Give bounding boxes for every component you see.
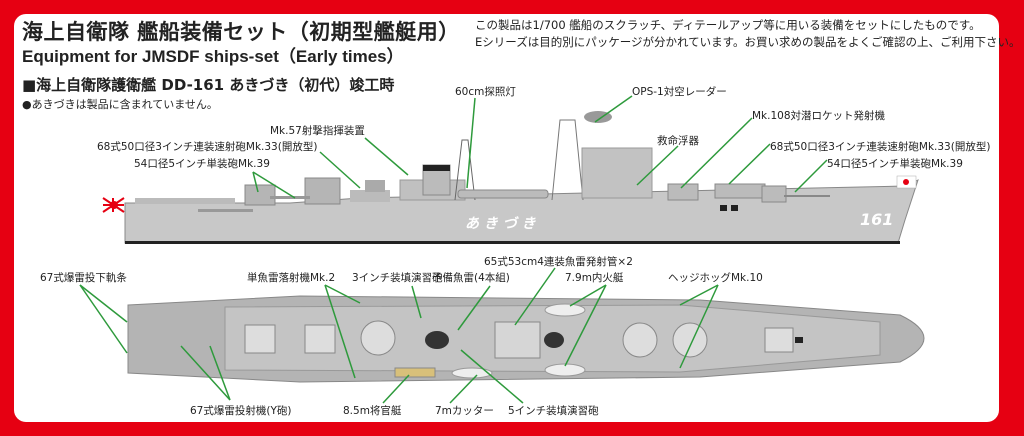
ship-subtitle: ■海上自衛隊護衛艦 DD-161 あきづき（初代）竣工時 [22,76,395,94]
label-gun3-fwd: 68式50口径3インチ連装速射砲Mk.33(開放型) [770,141,991,153]
description-line-2: Eシリーズは目的別にパッケージが分かれています。お買い求めの製品をよくご確認の上… [475,35,1021,49]
label-gun5-fwd: 54口径5インチ単装砲Mk.39 [827,158,963,170]
label-liferaft: 救命浮器 [657,135,699,147]
label-admiral-barge: 8.5m将官艇 [343,405,402,417]
label-motorboat: 7.9m内火艇 [565,272,624,284]
label-loader3: 3インチ装填演習砲 [352,272,443,284]
hull-name: あ き づ き [465,216,536,232]
title-japanese: 海上自衛隊 艦船装備セット（初期型艦艇用） [22,20,460,44]
description-line-1: この製品は1/700 艦船のスクラッチ、ディテールアップ等に用いる装備をセットに… [475,18,981,32]
label-gun5-aft: 54口径5インチ単装砲Mk.39 [134,158,270,170]
jack-flag-icon [896,175,917,189]
label-hedgehog: ヘッジホッグMk.10 [668,272,763,284]
side-view [102,111,919,244]
label-loader5: 5インチ装填演習砲 [508,405,599,417]
ship-note: ●あきづきは製品に含まれていません。 [22,98,218,111]
label-dc-rails: 67式爆雷投下軌条 [40,272,127,284]
label-gun3-aft: 68式50口径3インチ連装速射砲Mk.33(開放型) [97,141,318,153]
label-torpedo-tubes: 65式53cm4連装魚雷発射管×2 [484,256,633,268]
hull-number: 161 [860,210,894,229]
label-fcs: Mk.57射撃指揮装置 [270,125,365,137]
label-torpedo-single: 単魚雷落射機Mk.2 [247,272,336,284]
label-cutter: 7mカッター [435,405,494,417]
top-view [127,295,925,383]
leader-lines [79,95,828,404]
label-radar: OPS-1対空レーダー [632,86,727,98]
label-asroc: Mk.108対潜ロケット発射機 [752,110,886,122]
ensign-flag-icon [102,197,125,213]
label-spare-torpedo: 予備魚雷(4本組) [432,272,510,284]
title-english: Equipment for JMSDF ships-set（Early time… [22,47,404,66]
label-searchlight: 60cm探照灯 [455,86,516,98]
label-y-gun: 67式爆雷投射機(Y砲) [190,405,292,417]
